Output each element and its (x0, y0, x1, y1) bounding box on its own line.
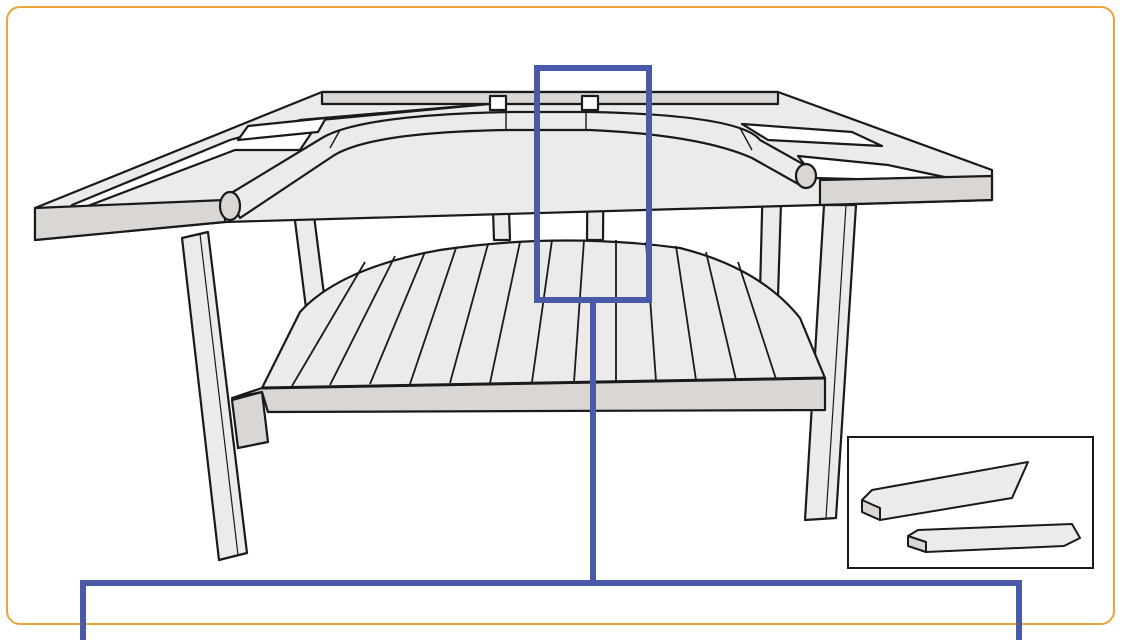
slatted-seat (230, 239, 827, 450)
callout-text-box (80, 580, 1022, 640)
top-frame (33, 90, 994, 242)
detail-inset (847, 436, 1094, 569)
callout-highlight (534, 65, 652, 580)
curved-rail (218, 110, 818, 222)
front-legs (180, 203, 858, 562)
figure-border (6, 6, 1115, 625)
